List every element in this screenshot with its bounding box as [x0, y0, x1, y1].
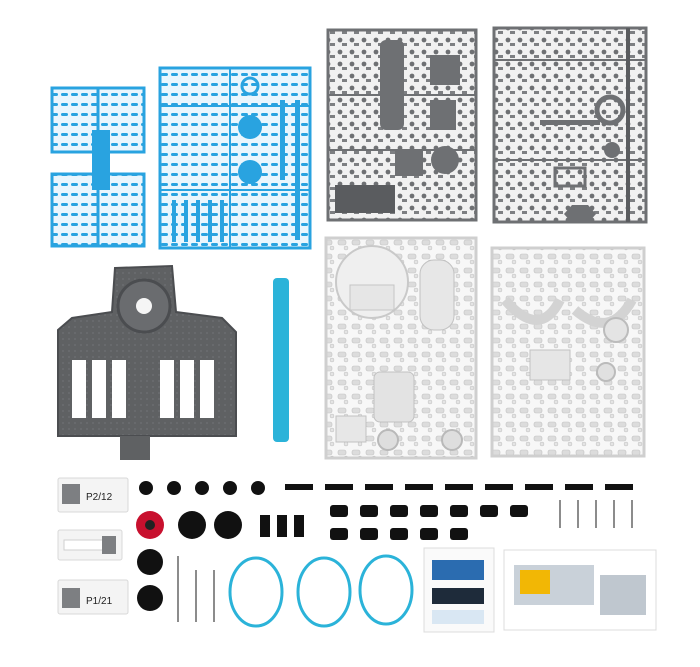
parts-bag-p2: P2/12 [57, 477, 129, 513]
blue-sprue-large [158, 66, 312, 250]
cyan-tubes [228, 554, 414, 628]
parts-bag-p1: P1/21 [57, 579, 129, 615]
bag-label: P1/21 [86, 596, 113, 607]
blue-sprue-small [50, 86, 146, 248]
cyan-rod [273, 278, 289, 442]
black-clips [285, 484, 633, 540]
rubber-parts [136, 481, 304, 611]
bag-label: P2/12 [86, 492, 113, 503]
parts-bag-middle [57, 529, 123, 561]
white-sprue-2 [490, 246, 646, 458]
instruction-leaflet [503, 549, 657, 631]
grey-sprue-2 [492, 26, 648, 224]
robot-base-grey [57, 264, 237, 460]
white-sprue-1 [324, 236, 478, 460]
grey-sprue-1 [326, 28, 478, 222]
sticker-sheet [423, 547, 495, 633]
springs [177, 500, 633, 622]
